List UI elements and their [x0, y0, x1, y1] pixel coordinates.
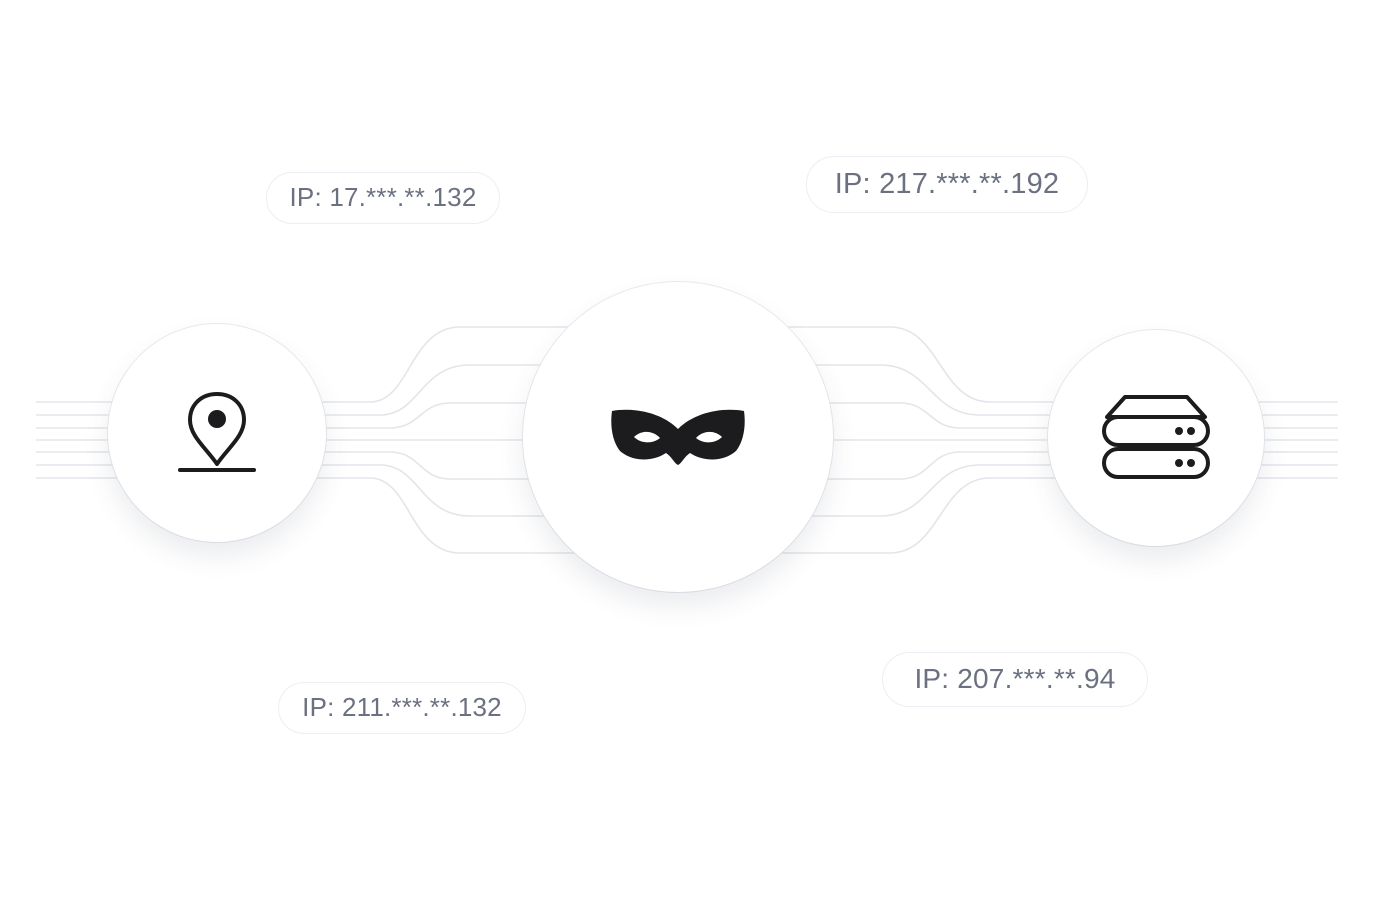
center-right-line [760, 326, 1080, 403]
left-center-line [300, 451, 560, 480]
mask-icon [611, 409, 745, 465]
ip-label-top-left: IP: 17.***.**.132 [266, 172, 500, 224]
left-center-line [300, 364, 580, 416]
center-right-line [760, 477, 1080, 554]
ip-label-bottom-left: IP: 211.***.**.132 [278, 682, 526, 734]
proxy-anonymizer-node [523, 282, 833, 592]
location-pin-icon [178, 392, 256, 472]
left-center-line [300, 477, 600, 554]
center-right-line [800, 451, 1080, 480]
user-location-node [108, 324, 326, 542]
left-center-line [300, 326, 600, 403]
left-center-line [300, 464, 580, 517]
left-center-line [300, 402, 560, 429]
center-right-line [800, 402, 1080, 429]
ip-label-top-right: IP: 217.***.**.192 [806, 156, 1088, 213]
server-icon [1102, 395, 1210, 479]
center-right-line [780, 364, 1080, 416]
ip-label-bottom-right: IP: 207.***.**.94 [882, 652, 1148, 707]
destination-server-node [1048, 330, 1264, 546]
